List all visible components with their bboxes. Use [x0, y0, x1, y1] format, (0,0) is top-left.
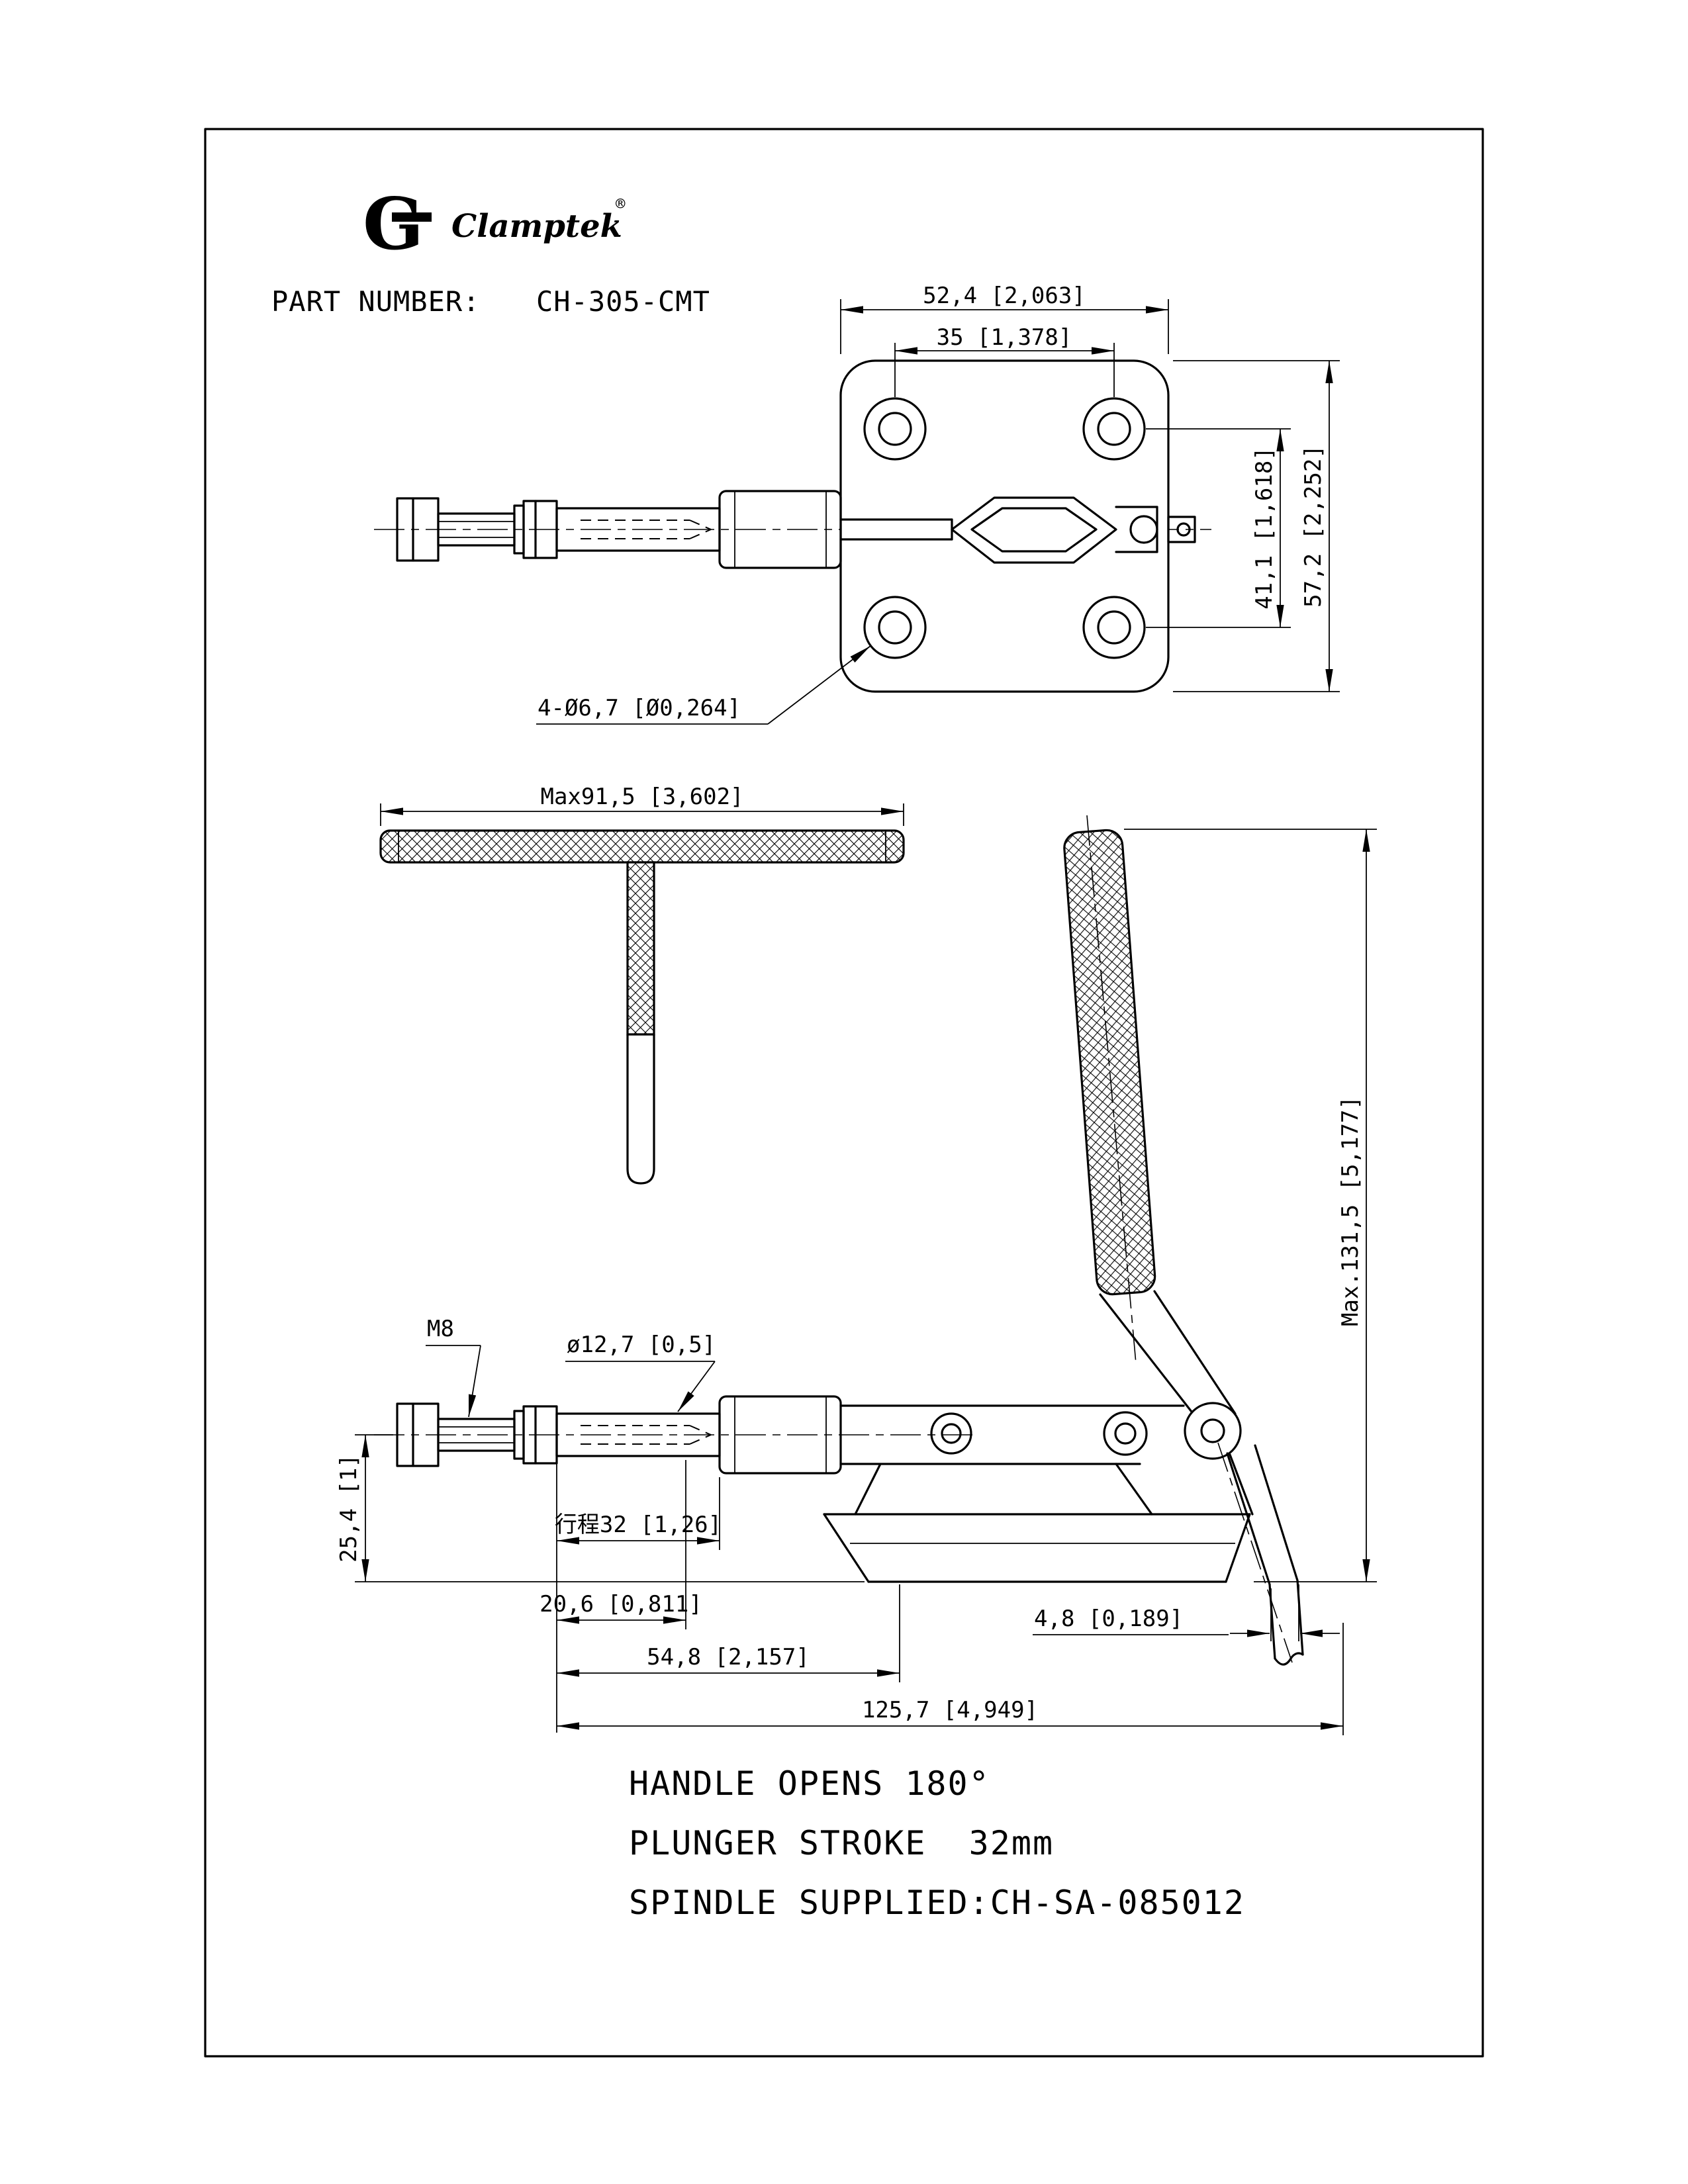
callout-plunger-dia: ø12,7 [0,5] — [567, 1332, 716, 1358]
note-spindle-supplied: SPINDLE SUPPLIED:CH-SA-085012 — [629, 1884, 1245, 1922]
dim-max-width: Max91,5 [3,602] — [540, 784, 743, 810]
t-handle-view: Max91,5 [3,602] — [379, 784, 905, 1185]
title-block: G Clamptek ® PART NUMBER: CH-305-CMT — [271, 183, 710, 318]
drawing-border — [204, 128, 1484, 2058]
dim-overall: 125,7 [4,949] — [862, 1697, 1038, 1723]
mounting-holes — [863, 397, 1146, 659]
callout-holes: 4-Ø6,7 [Ø0,264] — [538, 695, 741, 721]
dim-54-8: 54,8 [2,157] — [647, 1644, 810, 1670]
spindle-assembly — [396, 490, 842, 569]
notes: HANDLE OPENS 180° PLUNGER STROKE 32mm SP… — [629, 1764, 1245, 1922]
clamp-body — [823, 1402, 1254, 1583]
registered-trademark: ® — [616, 195, 626, 213]
side-view: Max.131,5 [5,177] M8 ø12,7 [0,5] 25,4 [1… — [336, 815, 1377, 1735]
handle-stem-grip — [626, 861, 655, 1036]
top-view-dimensions: 52,4 [2,063] 35 [1,378] 41,1 [1,618] 57,… — [536, 283, 1340, 725]
dim-stroke: 行程32 [1,26] — [555, 1512, 722, 1538]
dim-handle-thickness: 4,8 [0,189] — [1034, 1606, 1183, 1632]
brand-name: Clamptek — [451, 208, 622, 245]
toggle-linkage — [839, 496, 1196, 564]
top-view: 52,4 [2,063] 35 [1,378] 41,1 [1,618] 57,… — [374, 283, 1340, 725]
dim-height-outer: 57,2 [2,252] — [1300, 445, 1327, 608]
dim-max-height: Max.131,5 [5,177] — [1337, 1096, 1364, 1326]
dim-20-6: 20,6 [0,811] — [539, 1591, 702, 1617]
side-view-dimensions: Max.131,5 [5,177] M8 ø12,7 [0,5] 25,4 [1… — [336, 829, 1377, 1735]
dim-plunger-height: 25,4 [1] — [336, 1454, 362, 1563]
part-number-value: CH-305-CMT — [536, 285, 710, 318]
spindle-assembly-side — [396, 1395, 842, 1475]
note-plunger-stroke: PLUNGER STROKE 32mm — [629, 1824, 1054, 1862]
dim-width-holes: 35 [1,378] — [937, 324, 1072, 351]
callout-thread: M8 — [427, 1316, 454, 1342]
handle-grip-bar — [379, 829, 905, 864]
part-number-label: PART NUMBER: — [271, 285, 480, 318]
dim-width-outer: 52,4 [2,063] — [923, 283, 1086, 309]
handle-stem — [626, 1033, 655, 1185]
handle-upright — [1063, 815, 1237, 1415]
note-handle-opens: HANDLE OPENS 180° — [629, 1764, 990, 1803]
dim-height-holes: 41,1 [1,618] — [1251, 447, 1278, 610]
brand-logo-icon: G — [363, 183, 424, 266]
